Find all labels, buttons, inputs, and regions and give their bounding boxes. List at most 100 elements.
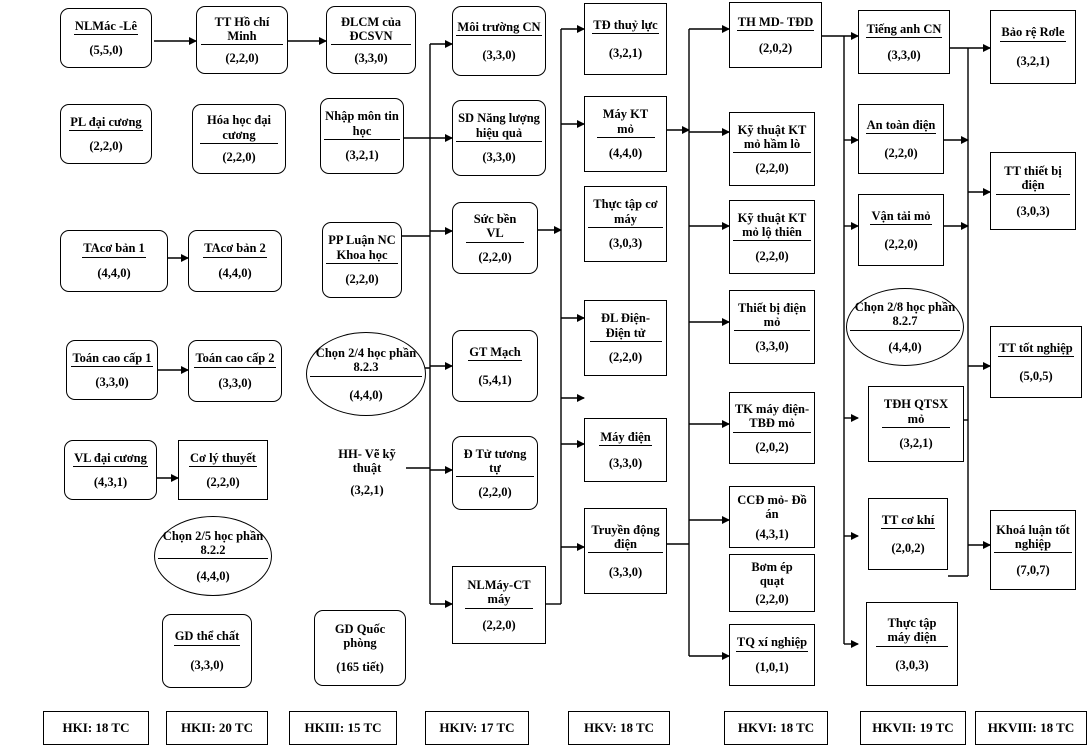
semester-label-2: HKII: 20 TC: [166, 711, 268, 745]
course-may-dien[interactable]: Máy điện (3,3,0): [584, 418, 667, 482]
course-credits: (3,2,1): [899, 436, 933, 451]
course-title: TĐH QTSX mỏ: [882, 397, 950, 429]
course-credits: (4,4,0): [888, 339, 922, 354]
course-title: TH MD- TĐD: [736, 15, 815, 32]
course-tt-thiet-bi-dien[interactable]: TT thiết bị điện (3,0,3): [990, 152, 1076, 230]
course-title: Máy điện: [599, 430, 652, 447]
course-gd-the-chat[interactable]: GD thể chất (3,3,0): [162, 614, 252, 688]
semester-label-6: HKVI: 18 TC: [724, 711, 828, 745]
course-credits: (3,3,0): [482, 47, 516, 62]
course-gt-mach[interactable]: GT Mạch (5,4,1): [452, 330, 538, 402]
elective-group-8-2-3[interactable]: Chọn 2/4 học phần 8.2.3 (4,4,0): [306, 332, 426, 416]
course-an-toan-dien[interactable]: An toàn điện (2,2,0): [858, 104, 944, 174]
course-credits: (7,0,7): [1016, 563, 1050, 577]
course-credits: (3,3,0): [608, 565, 643, 579]
course-toan-cao-cap-2[interactable]: Toán cao cấp 2 (3,3,0): [188, 340, 282, 402]
course-title: VL đại cương: [73, 451, 148, 468]
course-gd-quoc-phong[interactable]: GD Quốc phòng (165 tiết): [314, 610, 406, 686]
course-thiet-bi-dien-mo[interactable]: Thiết bị điện mỏ (3,3,0): [729, 290, 815, 364]
course-title: GD Quốc phòng: [334, 621, 386, 650]
course-toan-cao-cap-1[interactable]: Toán cao cấp 1 (3,3,0): [66, 340, 158, 400]
course-pp-luan-nc[interactable]: PP Luận NC Khoa học (2,2,0): [322, 222, 402, 298]
course-title: HH- Vẽ kỹ thuật: [338, 446, 396, 475]
course-credits: (3,3,0): [482, 150, 516, 165]
course-title: SD Năng lượng hiệu quả: [456, 111, 542, 143]
course-co-ly-thuyet[interactable]: Cơ lý thuyết (2,2,0): [178, 440, 268, 500]
course-title: Hóa học đại cương: [200, 113, 278, 145]
course-title: NLMáy-CT máy: [465, 578, 533, 609]
course-credits: (2,2,0): [478, 485, 512, 499]
course-credits: (1,0,1): [755, 660, 789, 675]
course-truyen-dong-dien[interactable]: Truyền động điện (3,3,0): [584, 508, 667, 594]
course-vl-dai-cuong[interactable]: VL đại cương (4,3,1): [64, 440, 157, 500]
course-hh-ve-ky-thuat[interactable]: HH- Vẽ kỹ thuật (3,2,1): [328, 438, 406, 506]
course-title: Thiết bị điện mỏ: [734, 301, 810, 332]
course-ccd-mo-do-an[interactable]: CCĐ mỏ- Đồ án (4,3,1): [729, 486, 815, 548]
course-credits: (3,2,1): [345, 148, 379, 163]
course-dlcm-dcsvn[interactable]: ĐLCM của ĐCSVN (3,3,0): [326, 6, 416, 74]
course-van-tai-mo[interactable]: Vận tải mỏ (2,2,0): [858, 194, 944, 266]
course-title: TK máy điện-TBĐ mỏ: [733, 402, 811, 433]
course-tk-may-dien[interactable]: TK máy điện-TBĐ mỏ (2,0,2): [729, 392, 815, 464]
course-credits: (2,2,0): [345, 272, 379, 287]
course-credits: (2,2,0): [608, 350, 643, 365]
course-ta-co-ban-2[interactable]: TAcơ bản 2 (4,4,0): [188, 230, 282, 292]
course-dl-dien-dien-tu[interactable]: ĐL Điện-Điện tử (2,2,0): [584, 300, 667, 376]
course-th-md-tdd[interactable]: TH MD- TĐD (2,0,2): [729, 2, 822, 68]
course-moi-truong-cn[interactable]: Môi trường CN (3,3,0): [452, 6, 546, 76]
course-title: Kỹ thuật KT mỏ hầm lò: [733, 123, 811, 154]
course-title: TT cơ khí: [880, 513, 936, 530]
course-credits: (3,3,0): [354, 51, 388, 65]
course-suc-ben-vl[interactable]: Sức bền VL (2,2,0): [452, 202, 538, 274]
course-credits: (3,0,3): [1016, 203, 1050, 218]
course-tq-xi-nghiep[interactable]: TQ xí nghiệp (1,0,1): [729, 624, 815, 686]
elective-group-8-2-2[interactable]: Chọn 2/5 học phần 8.2.2 (4,4,0): [154, 516, 272, 596]
course-khoa-luan-tot-nghiep[interactable]: Khoá luận tốt nghiệp (7,0,7): [990, 510, 1076, 590]
course-tt-co-khi[interactable]: TT cơ khí (2,0,2): [868, 498, 948, 570]
course-title: NLMác -Lê: [73, 19, 139, 36]
course-thuc-tap-may-dien[interactable]: Thực tập máy điện (3,0,3): [866, 602, 958, 686]
course-credits: (2,2,0): [482, 617, 516, 632]
course-credits: (2,2,0): [89, 138, 123, 153]
course-title: ĐL Điện-Điện tử: [589, 311, 662, 343]
course-d-tu-tuong-tu[interactable]: Đ Tử tương tự (2,2,0): [452, 436, 538, 510]
course-bao-re-role[interactable]: Bảo rệ Rơle (3,2,1): [990, 10, 1076, 84]
course-title: Bảo rệ Rơle: [1000, 25, 1066, 42]
course-credits: (3,3,0): [95, 374, 129, 389]
course-hoa-hoc-dai-cuong[interactable]: Hóa học đại cương (2,2,0): [192, 104, 286, 174]
course-credits: (2,2,0): [755, 161, 789, 175]
course-title: Thực tập máy điện: [876, 616, 948, 647]
course-title: PL đại cương: [69, 115, 143, 132]
course-title: TQ xí nghiệp: [735, 635, 809, 652]
course-title: ĐLCM của ĐCSVN: [331, 15, 411, 46]
course-title: Vận tải mỏ: [870, 209, 932, 226]
course-nlmay-ct-may[interactable]: NLMáy-CT máy (2,2,0): [452, 566, 546, 644]
course-sd-nang-luong[interactable]: SD Năng lượng hiệu quả (3,3,0): [452, 100, 546, 176]
course-credits: (3,0,3): [608, 236, 643, 251]
course-may-kt-mo[interactable]: Máy KT mỏ (4,4,0): [584, 96, 667, 172]
course-kt-mo-lo-thien[interactable]: Kỹ thuật KT mỏ lộ thiên (2,2,0): [729, 200, 815, 274]
course-tieng-anh-cn[interactable]: Tiếng anh CN (3,3,0): [858, 10, 950, 74]
course-bom-ep-quat[interactable]: Bơm ép quạt (2,2,0): [729, 554, 815, 612]
course-pl-dai-cuong[interactable]: PL đại cương (2,2,0): [60, 104, 152, 164]
course-title: Cơ lý thuyết: [189, 451, 257, 468]
course-credits: (3,3,0): [755, 339, 789, 353]
course-thuc-tap-co-may[interactable]: Thực tập cơ máy (3,0,3): [584, 186, 667, 262]
course-title: TAcơ bản 1: [82, 241, 146, 258]
course-credits: (3,2,1): [608, 45, 643, 60]
course-title: PP Luận NC Khoa học: [326, 233, 398, 265]
course-td-thuy-luc[interactable]: TĐ thuỷ lực (3,2,1): [584, 3, 667, 75]
course-tdh-qtsx-mo[interactable]: TĐH QTSX mỏ (3,2,1): [868, 386, 964, 462]
course-tt-ho-chi-minh[interactable]: TT Hồ chí Minh (2,2,0): [196, 6, 288, 74]
course-nhap-mon-tin-hoc[interactable]: Nhập môn tin học (3,2,1): [320, 98, 404, 174]
course-kt-mo-ham-lo[interactable]: Kỹ thuật KT mỏ hầm lò (2,2,0): [729, 112, 815, 186]
course-credits: (3,0,3): [895, 657, 929, 672]
course-tt-tot-nghiep[interactable]: TT tốt nghiệp (5,0,5): [990, 326, 1082, 398]
course-credits: (2,2,0): [884, 145, 918, 160]
course-nlmac-le[interactable]: NLMác -Lê (5,5,0): [60, 8, 152, 68]
course-ta-co-ban-1[interactable]: TAcơ bản 1 (4,4,0): [60, 230, 168, 292]
course-credits: (4,3,1): [755, 526, 789, 541]
course-credits: (2,2,0): [206, 474, 240, 489]
elective-group-8-2-7[interactable]: Chọn 2/8 học phần 8.2.7 (4,4,0): [846, 288, 964, 366]
